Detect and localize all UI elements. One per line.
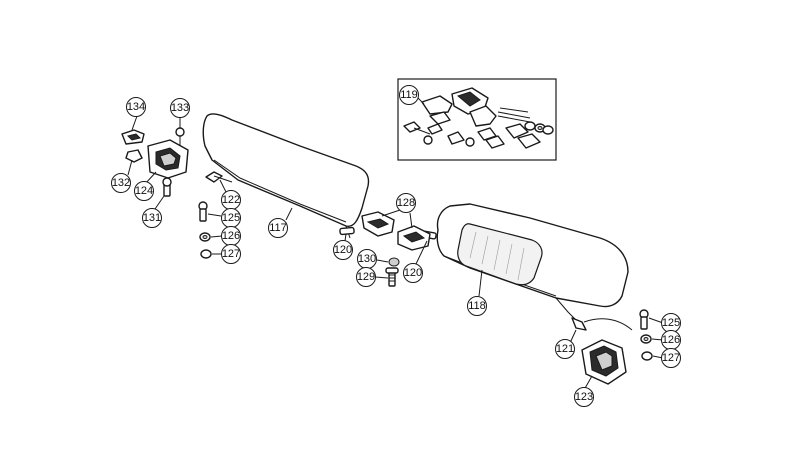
callout-124: 124 — [134, 181, 154, 201]
callout-133: 133 — [170, 98, 190, 118]
left-washer-126 — [199, 232, 211, 242]
bracket-cover-134 — [121, 129, 145, 145]
screw-cap — [388, 257, 400, 267]
fitting-kit-inset — [397, 78, 557, 161]
left-pivot-rod — [205, 171, 233, 183]
svg-text:118: 118 — [468, 300, 486, 312]
clip-screw — [385, 267, 399, 287]
left-visor-clip — [339, 226, 355, 236]
svg-text:134: 134 — [127, 101, 145, 113]
callout-123: 123 — [574, 387, 594, 407]
callout-132: 132 — [111, 173, 131, 193]
callout-128: 128 — [396, 193, 416, 213]
callout-134: 134 — [126, 97, 146, 117]
callout-130: 130 — [357, 249, 377, 269]
svg-text:119: 119 — [400, 89, 418, 101]
callout-125-right: 125 — [661, 313, 681, 333]
callout-131: 131 — [142, 208, 162, 228]
left-sun-visor — [202, 113, 370, 239]
svg-text:125: 125 — [222, 212, 240, 224]
svg-text:131: 131 — [143, 212, 161, 224]
callout-129: 129 — [356, 267, 376, 287]
callout-127-left: 127 — [221, 244, 241, 264]
svg-text:120: 120 — [334, 244, 352, 256]
callout-120-left: 120 — [333, 240, 353, 260]
svg-text:122: 122 — [222, 194, 240, 206]
leader-lines — [127, 95, 664, 391]
svg-text:126: 126 — [662, 334, 680, 346]
svg-text:123: 123 — [575, 391, 593, 403]
svg-text:133: 133 — [171, 102, 189, 114]
left-mounting-bracket — [147, 139, 189, 179]
svg-text:121: 121 — [556, 343, 574, 355]
svg-text:120: 120 — [404, 267, 422, 279]
right-sun-visor — [436, 203, 629, 308]
svg-text:130: 130 — [358, 253, 376, 265]
left-bolt-125 — [198, 201, 208, 222]
callout-125-left: 125 — [221, 208, 241, 228]
svg-text:124: 124 — [135, 185, 153, 197]
callout-122: 122 — [221, 190, 241, 210]
callout-126-left: 126 — [221, 226, 241, 246]
svg-text:126: 126 — [222, 230, 240, 242]
right-pivot-rod — [555, 297, 587, 331]
vanity-mirror — [457, 223, 543, 286]
callout-126-right: 126 — [661, 330, 681, 350]
right-nut-127 — [641, 351, 653, 361]
callout-119: 119 — [399, 85, 419, 105]
callout-121: 121 — [555, 339, 575, 359]
callout-117: 117 — [268, 218, 288, 238]
visor-retaining-clip-2 — [397, 225, 431, 251]
callout-118: 118 — [467, 296, 487, 316]
svg-text:127: 127 — [222, 248, 240, 260]
left-nut-127 — [200, 249, 212, 259]
svg-text:128: 128 — [397, 197, 415, 209]
right-washer-126 — [640, 334, 652, 344]
svg-text:129: 129 — [357, 271, 375, 283]
svg-text:132: 132 — [112, 177, 130, 189]
bracket-insert-132 — [125, 149, 143, 163]
visor-retaining-clip-1 — [361, 211, 395, 237]
callout-127-right: 127 — [661, 348, 681, 368]
svg-text:125: 125 — [662, 317, 680, 329]
svg-text:127: 127 — [662, 352, 680, 364]
callout-120-right: 120 — [403, 263, 423, 283]
bracket-screw-131 — [162, 177, 172, 197]
right-mounting-bracket — [581, 318, 633, 385]
svg-text:117: 117 — [269, 222, 287, 234]
right-bolt-125 — [639, 309, 649, 330]
